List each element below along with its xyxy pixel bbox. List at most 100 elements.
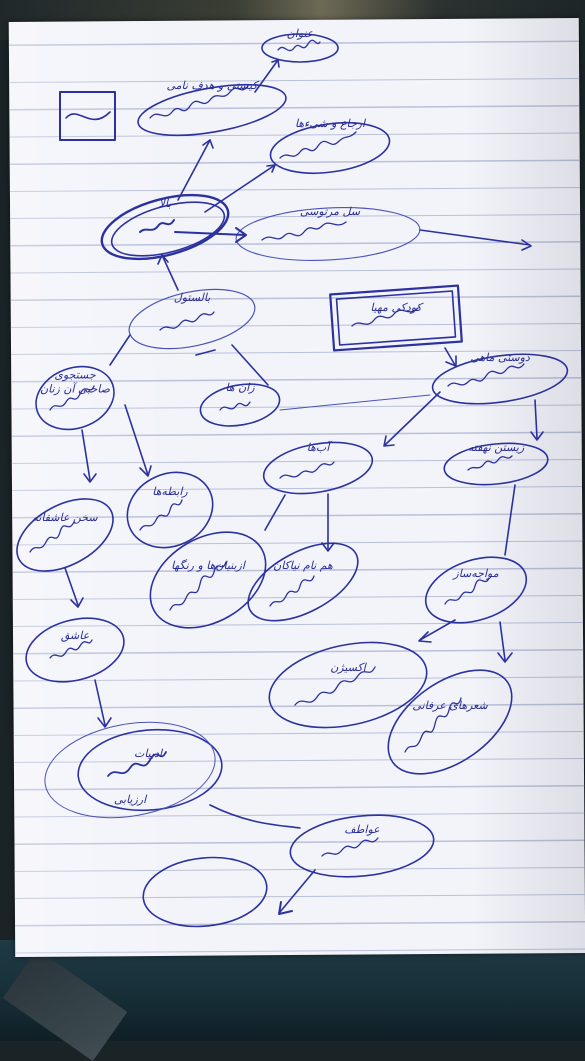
node-dark-sky-ellipse (247, 542, 359, 622)
node-dreamer-ellipse (77, 728, 223, 812)
node-meet-seas-ellipse (424, 556, 528, 624)
edge-seasons-handbook-head (383, 435, 395, 447)
edge-parents-ancestor (161, 254, 179, 291)
node-sunlight: عواطف (344, 823, 380, 837)
edge-writer-title-head (271, 59, 280, 68)
node-heart-story: ارزیابی (113, 793, 147, 807)
scribble-darksky (269, 575, 315, 607)
node-title: عنوان (286, 27, 314, 41)
node-dark-sky: هم نام نیاکان (273, 559, 333, 573)
edge-sunlight-down (279, 869, 316, 913)
node-ideas-ellipse (269, 122, 391, 174)
scribble-worldlink (29, 521, 75, 553)
node-story-shade-ellipse (387, 669, 513, 775)
node-ideas: ارجاع و شیءها (294, 117, 366, 131)
scribble-parents (159, 311, 215, 331)
edge-seasons-handbook (384, 391, 441, 446)
edge-ancestor-ideas (204, 164, 276, 213)
scribble-story (404, 697, 462, 753)
node-fountain-ellipse (443, 442, 549, 486)
edge-box-seasons (444, 347, 456, 366)
scribble-seasons (447, 363, 525, 387)
node-life-circle: اکسیژن (330, 661, 366, 675)
box-center-frame-2 (335, 290, 457, 346)
margin-doodle-box (59, 91, 116, 141)
edge-mid-right-head (521, 239, 532, 251)
scribble-ideas (279, 131, 357, 159)
edge-parents-ancestor-head (157, 254, 169, 265)
scribble-ancestor (139, 219, 175, 233)
edge-dreamer-sunlight (209, 804, 301, 829)
node-search-of: جستجوی صاحبی آن‌ زنان (40, 368, 110, 395)
node-mid-story-ellipse (235, 207, 421, 261)
scribble-mid (261, 221, 347, 241)
node-read-river-ellipse (126, 471, 214, 549)
node-hand-book: آب‌ها (306, 441, 330, 455)
edge-meet-life-head (418, 631, 432, 643)
node-read-river: رابطه‌ها (152, 485, 188, 499)
edge-sunlight-down-head (278, 901, 293, 915)
node-writer: کیستی و هدف نامی (166, 79, 258, 93)
scribble-search (49, 385, 95, 411)
node-writer-ellipse (137, 83, 287, 137)
scribble-sunlight (321, 837, 379, 857)
edge-meet-life (419, 619, 456, 641)
node-ancestor: بالا (158, 197, 172, 211)
node-life-circle-ellipse (268, 641, 428, 729)
node-heart-story-ellipse (44, 721, 216, 819)
node-color-window-ellipse (149, 531, 267, 629)
edge-parents-arrow (195, 349, 216, 356)
edge-parents-search (109, 334, 131, 366)
node-dreamer: ادبیات (133, 747, 163, 761)
margin-doodle-wave (65, 111, 111, 121)
box-center-frame (329, 284, 463, 352)
scribble-life (294, 666, 376, 706)
scribble-readriver (139, 499, 183, 531)
scribble-worlds (219, 401, 251, 411)
node-seasons: دوستی ماهی (470, 351, 530, 365)
node-parents: بالستول (173, 291, 211, 305)
edge-ancestor-writer-head (202, 139, 214, 149)
edge-ancestor-mid (174, 231, 246, 236)
edge-ancestor-writer (177, 139, 211, 201)
edge-seasons-fountain (534, 399, 538, 439)
edge-worlds-long (279, 394, 431, 411)
edge-inner-dreamer (94, 679, 106, 726)
node-ancestor-ellipse-2 (110, 201, 226, 257)
node-seasons-ellipse (431, 353, 569, 405)
edge-search-readriver-head (139, 465, 152, 477)
node-story-shade: شعرهای عرفانی (412, 699, 488, 713)
node-worlds-ellipse (199, 383, 281, 427)
edge-parents-worlds (231, 344, 269, 386)
node-hand-book-ellipse (262, 441, 374, 495)
node-empty-ellipse (142, 856, 268, 928)
edge-ancestor-mid-head (235, 227, 247, 243)
edge-worldlink-inner-head (70, 597, 84, 608)
node-worlds: زان ها (225, 381, 255, 395)
scribble-dreamer (107, 751, 167, 777)
edge-writer-title (254, 59, 279, 93)
edge-meet-story (499, 621, 506, 661)
scribble-meet (444, 577, 490, 605)
edge-fountain-meet (504, 484, 516, 556)
scribble-title (277, 39, 321, 52)
edge-search-readriver (124, 404, 149, 476)
node-sunlight-ellipse (289, 814, 435, 878)
edge-worldlink-inner (64, 567, 79, 606)
node-title-ellipse (261, 33, 339, 63)
node-mid-story: سل مرتوسی (299, 205, 361, 219)
node-inner-mark-ellipse (25, 617, 125, 683)
edge-search-worldlink (81, 429, 91, 481)
node-parents-ellipse (128, 288, 256, 350)
scribble-inner (49, 639, 93, 659)
scribble-fountain (467, 455, 513, 471)
edge-inner-dreamer-head (97, 717, 112, 728)
scribble-handbook (279, 461, 335, 479)
node-meet-seas: مواجه‌ساز (453, 567, 499, 581)
scribble-box (351, 307, 419, 327)
edge-box-seasons-head (445, 355, 457, 367)
scribble-writer (149, 85, 249, 119)
edge-meet-story-head (497, 652, 513, 663)
node-inner-mark: عاشق (60, 629, 90, 643)
